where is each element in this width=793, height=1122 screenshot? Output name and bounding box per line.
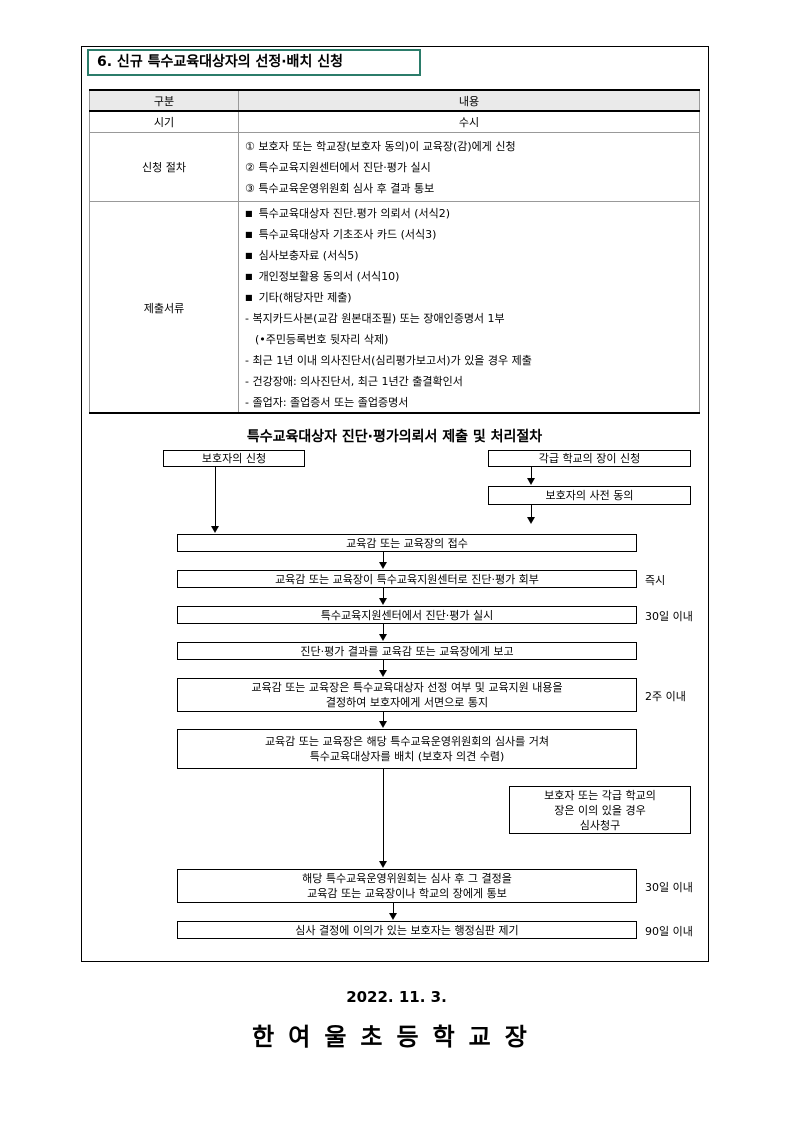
arrow-down-icon (211, 526, 219, 533)
appeal-box: 보호자 또는 각급 학교의 장은 이의 있을 경우 심사청구 (509, 786, 691, 834)
decision-line: 교육감 또는 교육장은 특수교육대상자 선정 여부 및 교육지원 내용을 (251, 681, 563, 694)
header-category: 구분 (89, 89, 239, 112)
appeal-line: 심사청구 (579, 818, 621, 832)
appeal-line: 보호자 또는 각급 학교의 (544, 788, 656, 802)
review-line: 교육감 또는 교육장이나 학교의 장에게 통보 (307, 887, 507, 900)
table-row-timing: 시기 수시 (89, 110, 700, 133)
document-item: 기타(해당자만 제출) (239, 287, 699, 308)
arrow-down-icon (527, 517, 535, 524)
procedure-step: ② 특수교육지원센터에서 진단·평가 실시 (245, 160, 431, 174)
decision-time: 2주 이내 (645, 690, 686, 703)
timing-value: 수시 (238, 110, 700, 133)
document-note: (•주민등록번호 뒷자리 삭제) (255, 333, 389, 346)
arrow-down-icon (379, 598, 387, 605)
document-item: 심사보충자료 (서식5) (239, 245, 699, 266)
document-item: 개인정보활용 동의서 (서식10) (239, 266, 699, 287)
documents-list: 특수교육대상자 진단.평가 의뢰서 (서식2) 특수교육대상자 기초조사 카드 … (238, 201, 700, 414)
appeal-line: 장은 이의 있을 경우 (554, 803, 646, 817)
documents-label: 제출서류 (89, 201, 239, 414)
flowchart-title: 특수교육대상자 진단·평가의뢰서 제출 및 처리절차 (246, 429, 543, 445)
connector-line (215, 467, 216, 527)
administrative-box: 심사 결정에 이의가 있는 보호자는 행정심판 제기 (177, 921, 637, 939)
school-principal: 한여울초등학교장 (252, 1023, 541, 1051)
referral-box: 교육감 또는 교육장이 특수교육지원센터로 진단·평가 회부 (177, 570, 637, 588)
document-note: - 졸업자: 졸업증서 또는 졸업증명서 (245, 396, 409, 409)
arrow-down-icon (389, 913, 397, 920)
connector-line (531, 505, 532, 518)
flowchart: 특수교육대상자 진단·평가의뢰서 제출 및 처리절차 (89, 412, 700, 960)
connector-line (383, 712, 384, 722)
placement-box: 교육감 또는 교육장은 해당 특수교육운영위원회의 심사를 거쳐 특수교육대상자… (177, 729, 637, 769)
review-box: 해당 특수교육운영위원회는 심사 후 그 결정을 교육감 또는 교육장이나 학교… (177, 869, 637, 903)
connector-line (383, 588, 384, 599)
connector-line (531, 467, 532, 479)
document-date: 2022. 11. 3. (346, 988, 447, 1006)
review-time: 30일 이내 (645, 881, 693, 894)
arrow-down-icon (379, 721, 387, 728)
document-item: 특수교육대상자 기초조사 카드 (서식3) (239, 224, 699, 245)
evaluation-time: 30일 이내 (645, 610, 693, 623)
placement-line: 특수교육대상자를 배치 (보호자 의견 수렴) (309, 750, 505, 763)
decision-line: 결정하여 보호자에게 서면으로 통지 (325, 696, 489, 709)
connector-line (383, 552, 384, 563)
evaluation-box: 특수교육지원센터에서 진단·평가 실시 (177, 606, 637, 624)
arrow-down-icon (527, 478, 535, 485)
connector-line (383, 660, 384, 671)
connector-line (383, 769, 384, 862)
guardian-consent-box: 보호자의 사전 동의 (488, 486, 691, 505)
report-box: 진단·평가 결과를 교육감 또는 교육장에게 보고 (177, 642, 637, 660)
arrow-down-icon (379, 562, 387, 569)
table-header-row: 구분 내용 (89, 89, 700, 112)
document-note: - 복지카드사본(교감 원본대조필) 또는 장애인증명서 1부 (245, 312, 505, 325)
administrative-time: 90일 이내 (645, 925, 693, 938)
decision-box: 교육감 또는 교육장은 특수교육대상자 선정 여부 및 교육지원 내용을 결정하… (177, 678, 637, 712)
document-note: - 건강장애: 의사진단서, 최근 1년간 출결확인서 (245, 375, 463, 388)
referral-time: 즉시 (645, 574, 666, 587)
section-title: 6. 신규 특수교육대상자의 선정·배치 신청 (87, 49, 421, 76)
table-row-procedure: 신청 절차 ① 보호자 또는 학교장(보호자 동의)이 교육장(감)에게 신청 … (89, 132, 700, 202)
procedure-step: ① 보호자 또는 학교장(보호자 동의)이 교육장(감)에게 신청 (245, 139, 516, 153)
timing-label: 시기 (89, 110, 239, 133)
procedure-step: ③ 특수교육운영위원회 심사 후 결과 통보 (245, 181, 435, 195)
principal-request-box: 각급 학교의 장이 신청 (488, 450, 691, 467)
document-frame (81, 46, 709, 962)
connector-line (383, 624, 384, 635)
connector-line (393, 903, 394, 914)
arrow-down-icon (379, 861, 387, 868)
document-note: - 최근 1년 이내 의사진단서(심리평가보고서)가 있을 경우 제출 (245, 354, 532, 367)
header-content: 내용 (238, 89, 700, 112)
arrow-down-icon (379, 634, 387, 641)
review-line: 해당 특수교육운영위원회는 심사 후 그 결정을 (302, 872, 512, 885)
document-item: 특수교육대상자 진단.평가 의뢰서 (서식2) (239, 203, 699, 224)
info-table: 구분 내용 시기 수시 신청 절차 ① 보호자 또는 학교장(보호자 동의)이 … (89, 89, 700, 414)
arrow-down-icon (379, 670, 387, 677)
table-row-documents: 제출서류 특수교육대상자 진단.평가 의뢰서 (서식2) 특수교육대상자 기초조… (89, 201, 700, 414)
procedure-label: 신청 절차 (89, 132, 239, 202)
procedure-steps: ① 보호자 또는 학교장(보호자 동의)이 교육장(감)에게 신청 ② 특수교육… (238, 132, 700, 202)
placement-line: 교육감 또는 교육장은 해당 특수교육운영위원회의 심사를 거쳐 (264, 735, 550, 748)
receipt-box: 교육감 또는 교육장의 접수 (177, 534, 637, 552)
guardian-request-box: 보호자의 신청 (163, 450, 305, 467)
